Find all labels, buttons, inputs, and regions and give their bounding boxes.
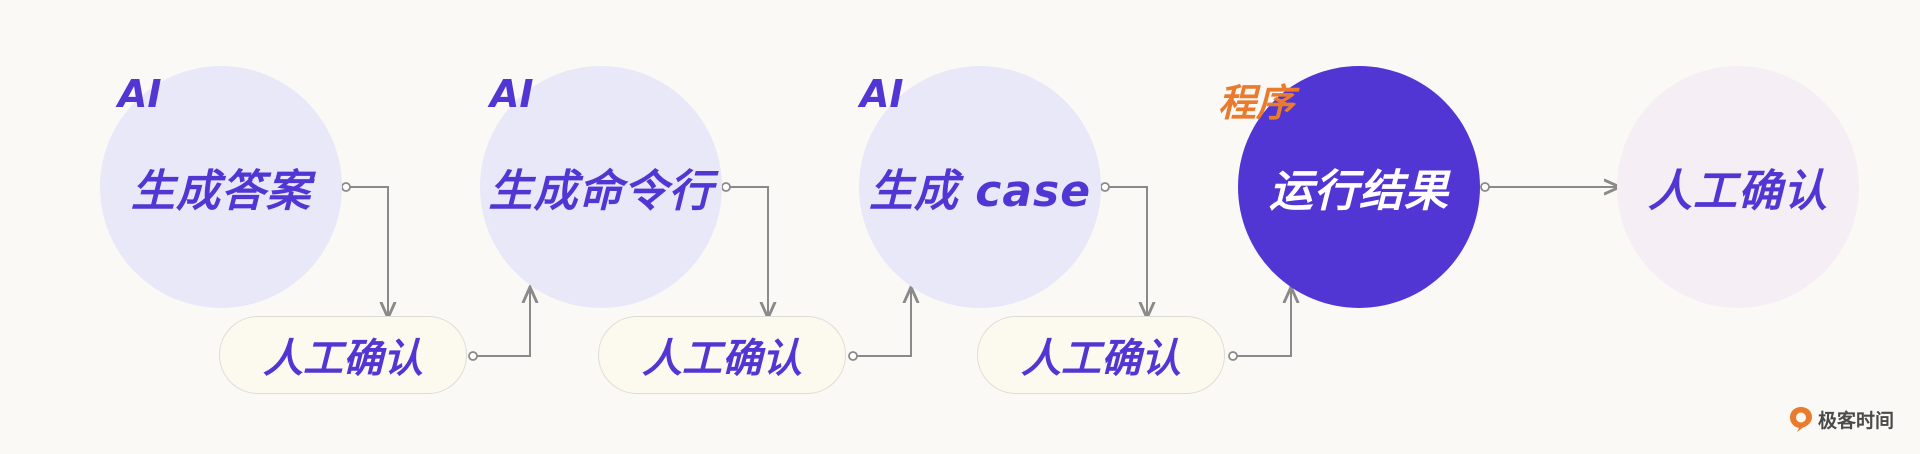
- watermark-text: 极客时间: [1818, 409, 1895, 432]
- node-tag-ai: AI: [860, 72, 904, 116]
- node-label: 运行结果: [1269, 166, 1449, 217]
- node-label: 生成命令行: [488, 166, 714, 217]
- confirm-label: 人工确认: [1021, 336, 1181, 382]
- connector-start-dot: [1228, 351, 1238, 361]
- geektime-watermark: 极客时间: [1788, 404, 1894, 434]
- connector-start-dot: [721, 182, 731, 192]
- node-label: 人工确认: [1648, 166, 1828, 217]
- connector-node2-to-confirm2: [726, 186, 768, 318]
- node-manual-confirm-final: 人工确认: [1617, 66, 1859, 308]
- connector-confirm2-to-node3: [853, 287, 911, 357]
- node-generate-case: 生成 case: [859, 66, 1101, 308]
- connector-node3-to-confirm3: [1105, 186, 1147, 318]
- node-generate-command: 生成命令行: [480, 66, 722, 308]
- connector-start-dot: [848, 351, 858, 361]
- connector-start-dot: [1480, 182, 1490, 192]
- confirm-step-1: 人工确认: [219, 316, 467, 394]
- node-run-result: 运行结果: [1238, 66, 1480, 308]
- node-label: 生成答案: [131, 166, 311, 217]
- confirm-label: 人工确认: [642, 336, 802, 382]
- connector-confirm1-to-node2: [473, 287, 530, 357]
- confirm-step-2: 人工确认: [598, 316, 846, 394]
- geektime-logo-icon: [1790, 407, 1812, 432]
- confirm-label: 人工确认: [263, 336, 423, 382]
- connector-confirm3-to-node4: [1233, 287, 1291, 357]
- node-tag-ai: AI: [118, 72, 162, 116]
- confirm-step-3: 人工确认: [977, 316, 1225, 394]
- connector-start-dot: [341, 182, 351, 192]
- node-tag-ai: AI: [490, 72, 534, 116]
- node-tag-program: 程序: [1218, 81, 1295, 125]
- connector-node1-to-confirm1: [346, 186, 388, 318]
- node-label: 生成 case: [868, 166, 1092, 217]
- connector-start-dot: [468, 351, 478, 361]
- node-generate-answer: 生成答案: [100, 66, 342, 308]
- connector-start-dot: [1100, 182, 1110, 192]
